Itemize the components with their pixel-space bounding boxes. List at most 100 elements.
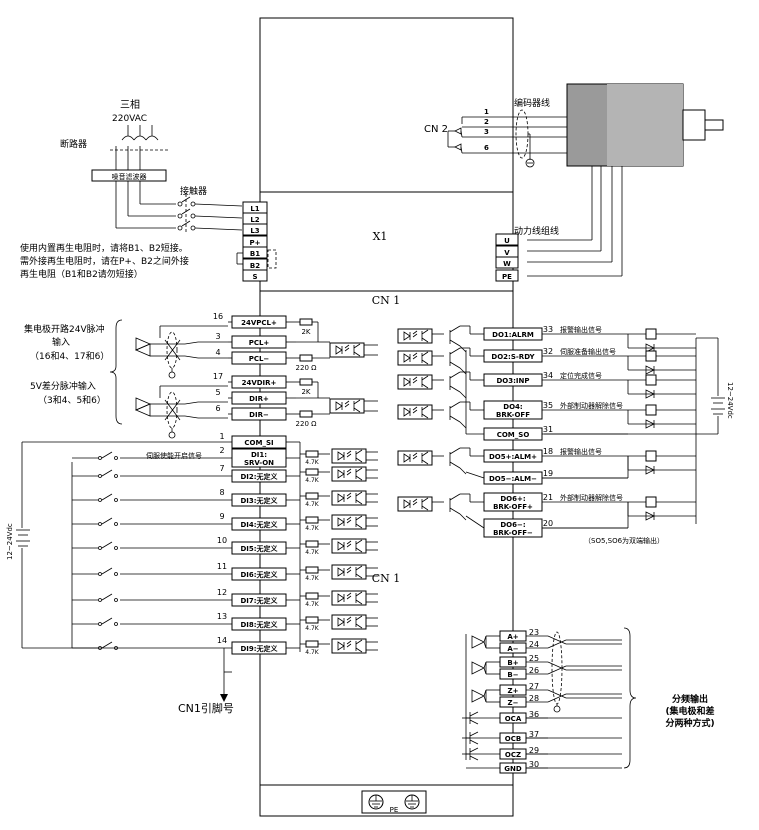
terminal-w (495, 256, 519, 269)
enc-pin-num: 36 (529, 710, 539, 719)
regen-note-line-2: 需外接再生电阻时，请在P+、B2之间外接 (20, 255, 189, 267)
enc-pin-37-label: OCB (505, 735, 521, 743)
filter-label: 噪音滤波器 (112, 172, 147, 181)
pe-ground-terminal: PE (361, 790, 427, 814)
pulse-input-pins: 1624VPCL+3PCL+4PCL−1724VDIR+5DIR+6DIR−2K… (213, 312, 378, 428)
resistor-4k7-label: 4.7K (305, 575, 320, 582)
resistor-4k7 (305, 468, 319, 476)
di-pin-13-label: DI8:无定义 (240, 620, 278, 629)
noise-filter (91, 169, 167, 182)
resistor-220 (299, 354, 313, 362)
pin-3-pcl-plus-label: PCL+ (249, 339, 270, 347)
encoder-out-label-2: (集电极和差 (665, 705, 714, 717)
di-pin-2-label: DI1: (251, 451, 267, 459)
resistor-4k7-label: 4.7K (305, 549, 320, 556)
do-pin-35-label-2: BRK-OFF (496, 411, 530, 419)
terminal-v-label: V (504, 249, 510, 257)
di-pin-9-label: DI4:无定义 (240, 520, 278, 529)
do-pin-18-label: DO5+:ALM+ (489, 453, 537, 461)
resistor-220-label: 220 Ω (296, 364, 318, 372)
terminal-l3 (242, 223, 268, 236)
resistor-4k7-label: 4.7K (305, 625, 320, 632)
relay-coil (645, 374, 657, 386)
relay-coil (645, 404, 657, 416)
pin-4-pcl-minus-label: PCL− (249, 355, 270, 363)
do-diff-note: （SO5,SO6为双端输出） (584, 536, 664, 545)
resistor-4k7-label: 4.7K (305, 525, 320, 532)
do-pin-num: 33 (543, 325, 553, 334)
enc-pin-num: 25 (529, 654, 539, 663)
encoder-output-section: 分频输出 (集电极和差 分两种方式) (465, 627, 715, 769)
cn1-pin-label: CN1引脚号 (178, 701, 234, 715)
resistor-4k7 (305, 566, 319, 574)
enc-pin-29-label: OCZ (505, 751, 521, 759)
flyback-diode (645, 419, 655, 429)
relay-coil (645, 450, 657, 462)
do-pin-18-note: 报警输出信号 (560, 447, 602, 456)
encoder-pin-1: 1 (484, 108, 489, 116)
enc-pin-num: 23 (529, 628, 539, 637)
do-pin-num: 35 (543, 401, 553, 410)
terminal-l2-label: L2 (250, 216, 259, 224)
terminal-pe (495, 269, 519, 282)
regen-note-line-1: 使用内置再生电阻时，请将B1、B2短接。 (20, 242, 188, 254)
encoder-pin-6: 6 (484, 144, 489, 152)
enc-pin-num: 28 (529, 694, 539, 703)
do-pin-num: 32 (543, 347, 553, 356)
do-optocoupler (397, 328, 433, 344)
do-pin-21-label: DO6+: (500, 495, 525, 503)
three-phase-label: 三相 (120, 98, 140, 111)
encoder-cable: CN 2 编码器线 1 2 3 6 (424, 97, 567, 168)
oc-pulse-label-3: （16和4、17和6） (30, 351, 109, 362)
do-pin-num: 34 (543, 371, 553, 380)
enc-pin-24-label: A− (507, 645, 518, 653)
line-driver (471, 635, 485, 649)
servo-motor (566, 83, 724, 167)
do-pin-33-note: 报警输出信号 (560, 325, 602, 334)
oc-pulse-label-1: 集电极开路24V脉冲 (24, 323, 105, 335)
resistor-4k7-label: 4.7K (305, 649, 320, 656)
di-pin-7-label: DI2:无定义 (240, 472, 278, 481)
pin-16-24vpcl-label: 24VPCL+ (241, 319, 277, 327)
contactor-label: 接触器 (180, 185, 207, 197)
resistor-4k7 (305, 592, 319, 600)
line-driver (471, 661, 485, 675)
cn2-label: CN 2 (424, 124, 448, 135)
di-pin-num: 9 (219, 512, 224, 521)
do-pin-20-label-2: BRK-OFF− (493, 529, 533, 537)
di-pin-num: 10 (217, 536, 227, 545)
enc-pin-num: 26 (529, 666, 539, 675)
resistor-220 (299, 410, 313, 418)
motor-power-cable: 动力线组线 U V W PE (495, 166, 623, 282)
do-pin-19-label: DO5−:ALM− (489, 475, 537, 483)
enc-pin-26-label: B− (507, 671, 518, 679)
di-pin-num: 2 (219, 446, 224, 455)
resistor-4k7 (305, 640, 319, 648)
resistor-2k-label: 2K (301, 388, 310, 396)
do-optocoupler (397, 374, 433, 390)
do-optocoupler (397, 350, 433, 366)
di-optocoupler (331, 638, 367, 654)
relay-coil (645, 496, 657, 508)
do-optocoupler (397, 404, 433, 420)
encoder-out-label-3: 分两种方式) (665, 717, 714, 729)
di-pin-num: 12 (217, 588, 227, 597)
di-optocoupler (331, 590, 367, 606)
driver-body: X1 CN 1 CN 1 (259, 17, 514, 817)
enc-pin-num: 37 (529, 730, 539, 739)
terminal-u-label: U (504, 237, 510, 245)
terminal-pe-label: PE (502, 273, 512, 281)
relay-coil (645, 350, 657, 362)
enc-pin-num: 30 (529, 760, 539, 769)
flyback-diode (645, 365, 655, 375)
di-pin-14-label: DI9:无定义 (240, 644, 278, 653)
do-pin-31-label: COM_SO (497, 431, 530, 439)
servo-on-note: 伺服使能开启信号 (146, 451, 202, 460)
pulse-pin-num: 6 (215, 404, 220, 413)
digital-output-section: 12~24Vdc （SO5,SO6为双端输出） (544, 337, 734, 545)
enc-pin-num: 29 (529, 746, 539, 755)
pe-label: PE (390, 806, 399, 814)
do-pin-33-label: DO1:ALRM (492, 331, 534, 339)
do-pin-num: 19 (543, 469, 553, 478)
